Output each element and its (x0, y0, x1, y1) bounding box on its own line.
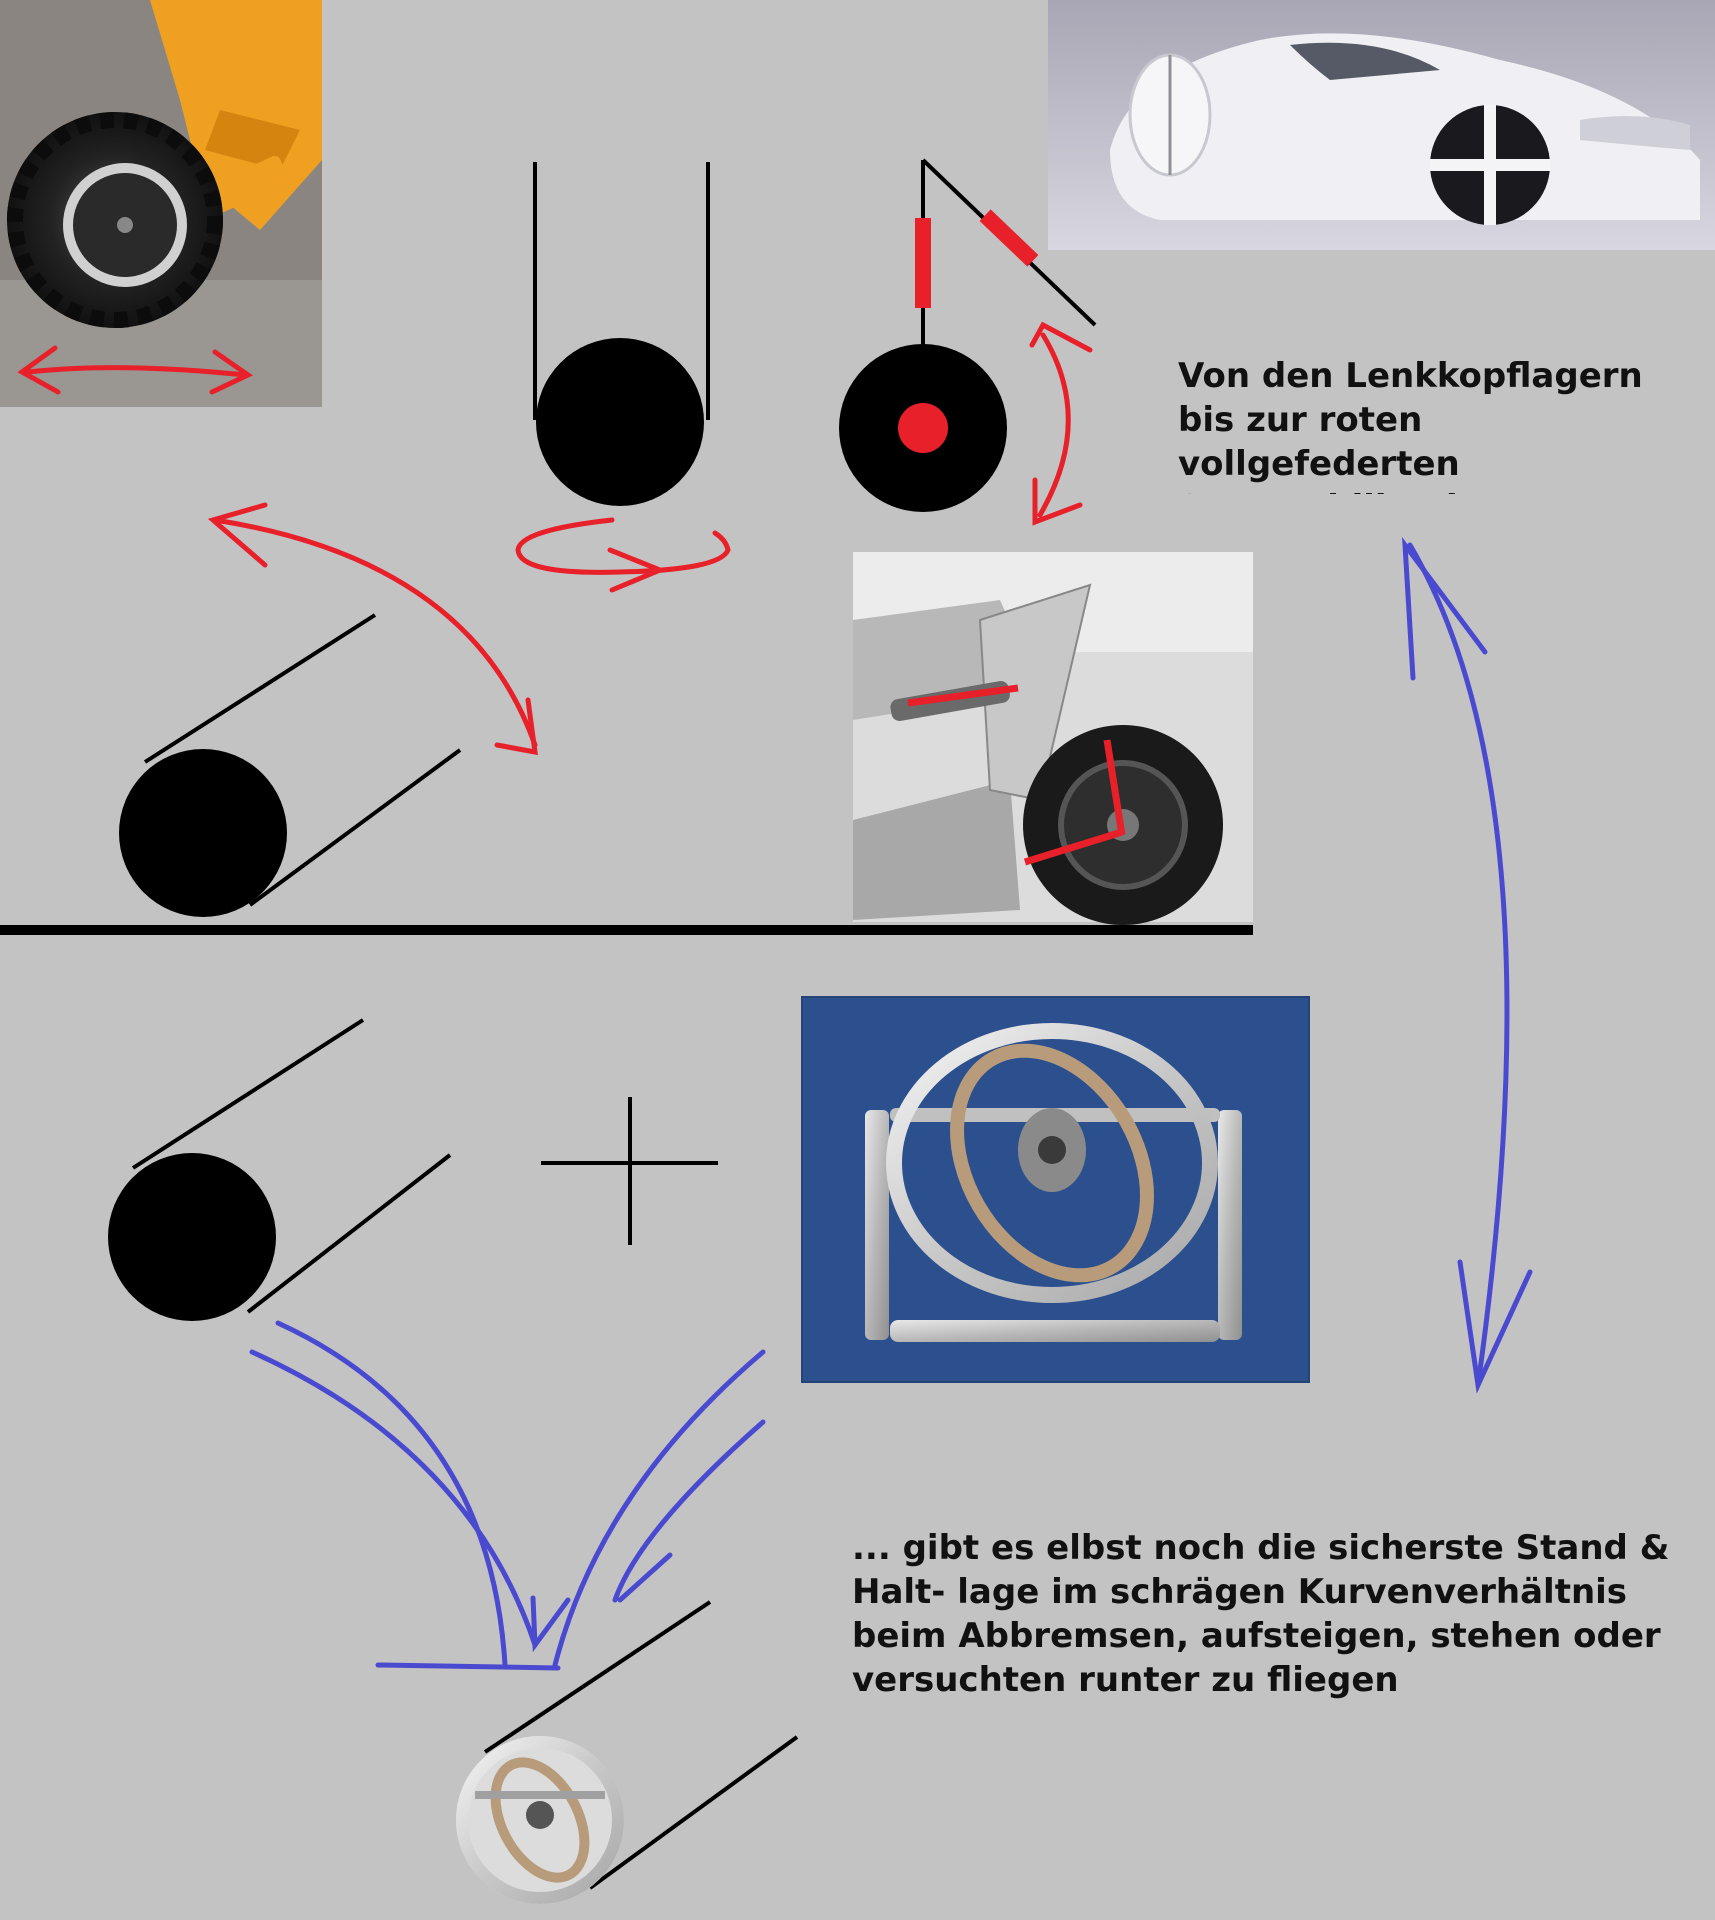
plus-sign-icon (541, 1097, 718, 1245)
red-arrow-icon (515, 517, 731, 593)
gyroscope-icon (886, 1023, 1218, 1303)
caption-top: Von den Lenkkopflagern bis zur roten vol… (1178, 356, 1643, 494)
suspended-wheel-diagram (839, 158, 1097, 526)
scooter-wheel-photo (0, 0, 322, 407)
gyroscope-icon (456, 1736, 624, 1904)
red-arrow-icon (17, 345, 253, 395)
cylinder-wheel-lower (108, 1018, 452, 1321)
cylinder-wheel-upper (119, 613, 462, 917)
shock-absorber-icon (915, 218, 931, 308)
red-arrow-icon (207, 502, 538, 756)
shock-absorber-icon (979, 209, 1039, 267)
cylinder-gyroscope-wheel (456, 1600, 799, 1904)
sports-car-photo (1048, 0, 1715, 250)
wheel-disc-icon (536, 338, 704, 506)
red-arrow-icon (1029, 321, 1093, 526)
wheel-disc-icon (119, 749, 287, 917)
wheel-suspension-photo (853, 552, 1253, 925)
forked-wheel-diagram (515, 162, 731, 593)
wheel-disc-icon (108, 1153, 276, 1321)
gyroscope-photo (801, 996, 1310, 1383)
blue-arrow-icon (1402, 536, 1533, 1394)
blue-arrow-icon (249, 1320, 766, 1671)
caption-bottom: ... gibt es elbst noch die sicherste Sta… (852, 1528, 1670, 1700)
